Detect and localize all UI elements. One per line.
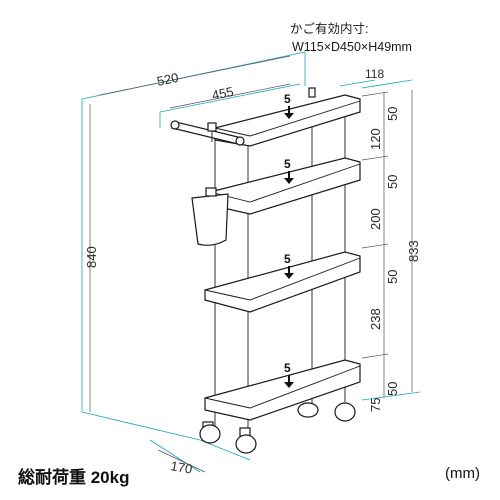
unit-label: (mm) <box>445 465 480 482</box>
shelf-load-marker-2: 5 <box>284 157 294 184</box>
depth-overall-label: 520 <box>156 70 180 89</box>
inner-size-value: W115×D450×H49mm <box>292 40 412 54</box>
width-overall-label: 170 <box>169 458 193 477</box>
shelf-load-2: 5 <box>284 157 291 171</box>
width-shelf-label: 118 <box>365 67 384 81</box>
gap-3-label: 238 <box>368 308 383 330</box>
cart-illustration <box>170 87 361 454</box>
depth-shelf-label: 455 <box>211 84 235 103</box>
gap-1-label: 120 <box>368 128 383 150</box>
shelf-load-marker-3: 5 <box>284 252 294 279</box>
down-arrow-icon <box>284 266 294 279</box>
shelf-load-marker-1: 5 <box>284 92 294 119</box>
shelf-depth-3-label: 50 <box>385 270 400 284</box>
height-overall-label: 840 <box>84 246 99 268</box>
shelf-load-1: 5 <box>284 92 291 106</box>
inner-size-label: かご有効内寸: <box>290 21 368 36</box>
down-arrow-icon <box>284 375 294 388</box>
total-load-label: 総耐荷重 20kg <box>18 468 130 487</box>
shelf-load-3: 5 <box>284 252 291 266</box>
dimension-lines <box>89 55 413 473</box>
height-frame-label: 833 <box>406 240 421 262</box>
shelf-depth-4-label: 50 <box>385 382 400 396</box>
down-arrow-icon <box>284 106 294 119</box>
shelf-depth-1-label: 50 <box>385 107 400 121</box>
shelf-load-marker-4: 5 <box>284 361 294 388</box>
down-arrow-icon <box>284 171 294 184</box>
shelf-depth-2-label: 50 <box>385 175 400 189</box>
shelf-load-4: 5 <box>284 361 291 375</box>
gap-bottom-label: 75 <box>368 398 383 412</box>
gap-2-label: 200 <box>368 208 383 230</box>
